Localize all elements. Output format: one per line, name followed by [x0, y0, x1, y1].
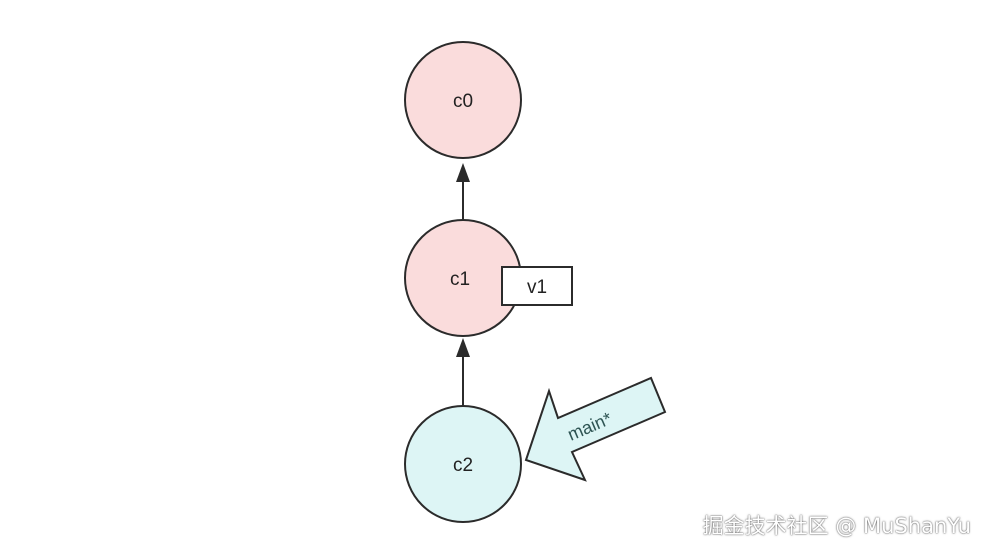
edge-c1-to-c0 — [456, 163, 470, 220]
branch-pointer-main[interactable]: main* — [524, 376, 667, 482]
watermark: 掘金技术社区 @ MuShanYu — [702, 514, 971, 538]
commit-node-c2[interactable]: c2 — [404, 405, 522, 523]
edge-c2-to-c1 — [456, 338, 470, 406]
commit-node-c1[interactable]: c1 — [404, 219, 522, 337]
commit-node-c0[interactable]: c0 — [404, 41, 522, 159]
commit-label-c1: c1 — [450, 269, 470, 290]
commit-label-c0: c0 — [453, 91, 473, 112]
commit-label-c2: c2 — [453, 455, 473, 476]
tag-v1[interactable]: v1 — [501, 266, 573, 306]
tag-label: v1 — [527, 277, 547, 298]
